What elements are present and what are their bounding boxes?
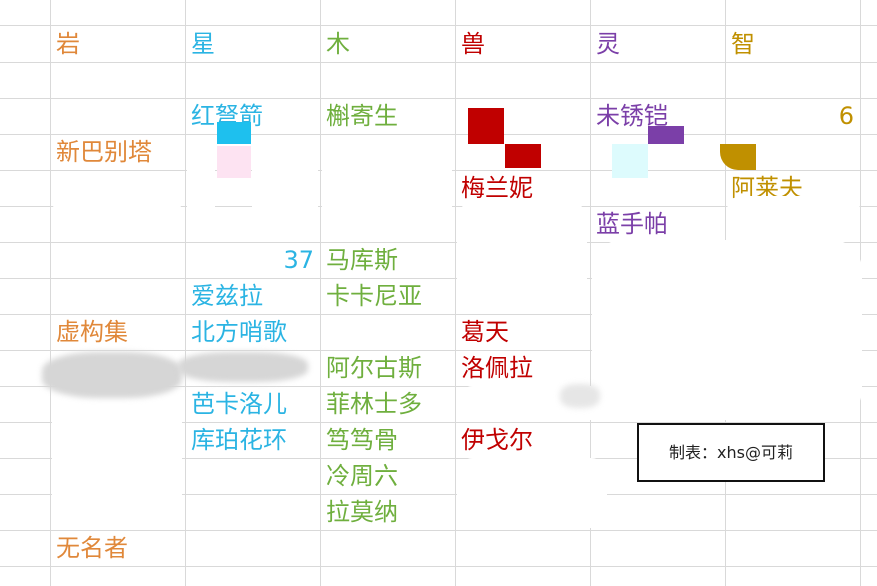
grid-line	[0, 566, 877, 567]
cell-xing[interactable]: 库珀花环	[191, 426, 287, 454]
erase-mark	[457, 200, 587, 310]
color-block	[648, 126, 684, 144]
header-shou[interactable]: 兽	[461, 30, 485, 58]
credit-box: 制表：xhs@可莉	[637, 423, 825, 482]
color-block	[612, 144, 648, 178]
erase-mark	[52, 388, 182, 528]
cell-yan[interactable]: 新巴别塔	[56, 138, 152, 166]
cell-mu[interactable]: 卡卡尼亚	[326, 282, 422, 310]
erase-mark	[52, 195, 182, 239]
grid-line	[0, 530, 877, 531]
cell-xing[interactable]: 爱兹拉	[191, 282, 263, 310]
erase-mark	[322, 136, 452, 240]
color-block	[217, 146, 251, 178]
grid-line	[0, 278, 877, 279]
cell-mu[interactable]: 槲寄生	[326, 102, 398, 130]
cell-shou[interactable]: 洛佩拉	[461, 354, 533, 382]
grid-line	[0, 25, 877, 26]
cell-shou[interactable]: 梅兰妮	[461, 174, 533, 202]
grid-line	[0, 314, 877, 315]
grid-line	[0, 242, 877, 243]
grid-line	[185, 0, 186, 586]
erase-mark	[727, 196, 860, 242]
erase-mark	[592, 240, 862, 420]
color-block	[468, 108, 504, 144]
header-zhi[interactable]: 智	[731, 30, 755, 58]
gray-erase-mark	[178, 352, 308, 382]
cell-mu[interactable]: 阿尔古斯	[326, 354, 422, 382]
cell-yan[interactable]: 无名者	[56, 534, 128, 562]
cell-mu[interactable]: 拉莫纳	[326, 498, 398, 526]
gray-erase-mark	[560, 384, 600, 408]
cell-mu[interactable]: 笃笃骨	[326, 426, 398, 454]
cell-xing[interactable]: 芭卡洛儿	[191, 390, 287, 418]
grid-line	[590, 0, 591, 586]
cell-mu[interactable]: 马库斯	[326, 246, 398, 274]
grid-line	[0, 134, 877, 135]
header-ling[interactable]: 灵	[596, 30, 620, 58]
gray-erase-mark	[42, 352, 182, 398]
grid-line	[0, 422, 877, 423]
erase-mark	[187, 136, 215, 236]
cell-shou[interactable]: 葛天	[461, 318, 509, 346]
erase-mark	[52, 100, 182, 132]
cell-mu[interactable]: 冷周六	[326, 462, 398, 490]
cell-mu[interactable]: 菲林士多	[326, 390, 422, 418]
grid-line	[0, 98, 877, 99]
grid-line	[455, 0, 456, 586]
grid-line	[50, 0, 51, 586]
erase-mark	[252, 136, 318, 236]
cell-ling[interactable]: 蓝手帕	[596, 210, 668, 238]
grid-line	[0, 350, 877, 351]
color-block	[505, 144, 541, 168]
color-block	[720, 144, 756, 170]
cell-xing[interactable]: 37	[283, 246, 314, 274]
color-block	[217, 122, 251, 144]
erase-mark	[457, 458, 607, 528]
cell-xing[interactable]: 北方哨歌	[191, 318, 287, 346]
cell-ling[interactable]: 未锈铠	[596, 102, 668, 130]
erase-mark	[52, 280, 182, 312]
cell-shou[interactable]: 伊戈尔	[461, 426, 533, 454]
grid-line	[0, 494, 877, 495]
grid-line	[320, 0, 321, 586]
cell-zhi[interactable]: 6	[838, 102, 854, 130]
cell-yan[interactable]: 虚构集	[56, 318, 128, 346]
header-mu[interactable]: 木	[326, 30, 350, 58]
cell-xing[interactable]: 红弩箭	[191, 102, 263, 130]
header-xing[interactable]: 星	[191, 30, 215, 58]
grid-line	[0, 458, 877, 459]
grid-line	[0, 62, 877, 63]
header-yan[interactable]: 岩	[56, 30, 80, 58]
grid-line	[0, 386, 877, 387]
